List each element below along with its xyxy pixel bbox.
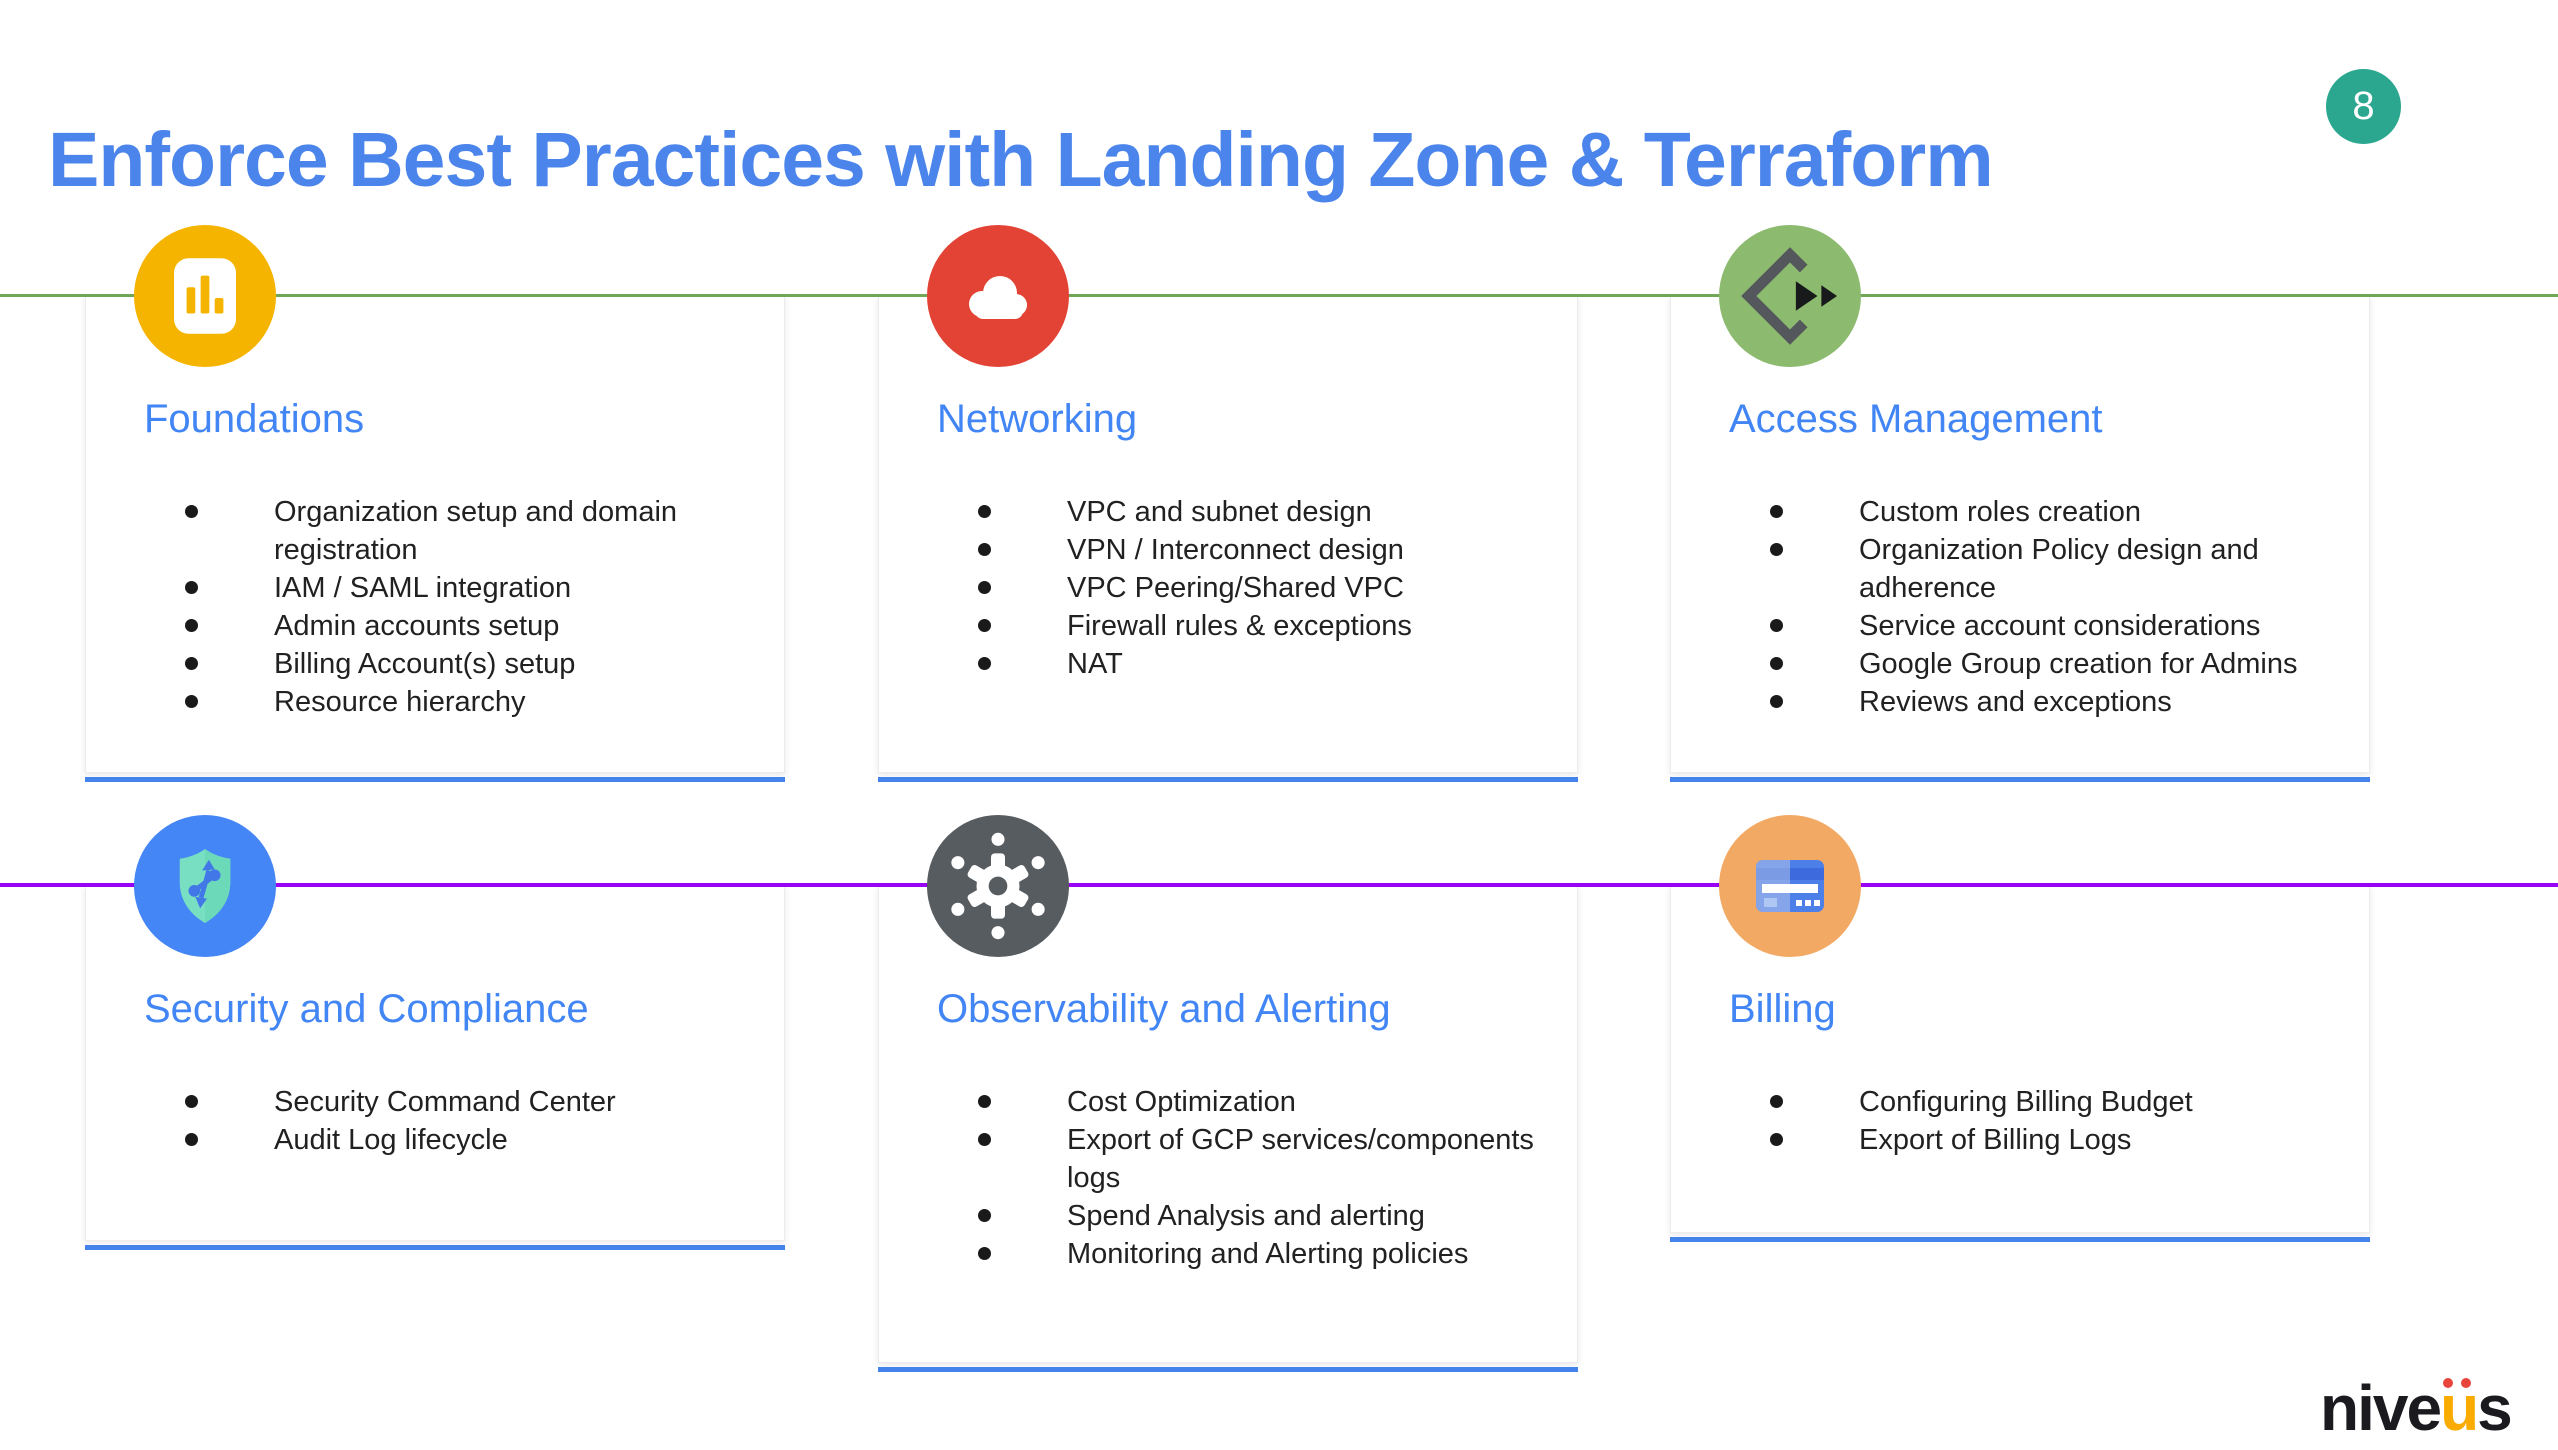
bullet-item: Organization Policy design and adherence <box>1671 531 2327 607</box>
foundations-icon-circle <box>134 225 276 367</box>
bullet-item: Custom roles creation <box>1671 493 2327 531</box>
bullet-item: Google Group creation for Admins <box>1671 645 2327 683</box>
bullet-item: Cost Optimization <box>879 1083 1535 1121</box>
bullet-item: IAM / SAML integration <box>86 569 742 607</box>
page-number-badge: 8 <box>2326 69 2401 144</box>
card-accent-line <box>878 777 1578 782</box>
logo-letter-u: u <box>2440 1372 2479 1444</box>
card-security-compliance: Security and Compliance Security Command… <box>85 886 785 1241</box>
card-title: Billing <box>1729 987 1836 1031</box>
bullet-item: Export of Billing Logs <box>1671 1121 2327 1159</box>
card-accent-line <box>1670 777 2370 782</box>
bullet-item: Export of GCP services/components logs <box>879 1121 1535 1197</box>
card-accent-line <box>1670 1237 2370 1242</box>
bullet-item: Resource hierarchy <box>86 683 742 721</box>
credit-card-icon <box>1756 860 1824 912</box>
bar-chart-icon <box>174 258 236 334</box>
shield-network-icon <box>179 849 231 923</box>
card-foundations: Foundations Organization setup and domai… <box>85 296 785 773</box>
code-diamond-icon <box>1741 247 1838 345</box>
bullet-item: Firewall rules & exceptions <box>879 607 1535 645</box>
card-title: Foundations <box>144 397 365 441</box>
card-title: Networking <box>937 397 1138 441</box>
card-title: Observability and Alerting <box>937 987 1391 1031</box>
bullet-item: VPN / Interconnect design <box>879 531 1535 569</box>
bullet-item: Security Command Center <box>86 1083 742 1121</box>
bullet-item: Reviews and exceptions <box>1671 683 2327 721</box>
bullet-item: Admin accounts setup <box>86 607 742 645</box>
bullet-item: Audit Log lifecycle <box>86 1121 742 1159</box>
green-divider-line <box>0 294 2558 297</box>
cloud-icon <box>969 276 1027 319</box>
logo-red-dot <box>2443 1378 2454 1388</box>
bullet-item: Spend Analysis and alerting <box>879 1197 1535 1235</box>
card-accent-line <box>85 777 785 782</box>
bullet-item: Organization setup and domain registrati… <box>86 493 742 569</box>
bullet-item: Billing Account(s) setup <box>86 645 742 683</box>
card-observability-alerting: Observability and Alerting Cost Optimiza… <box>878 886 1578 1363</box>
bullet-item: Service account considerations <box>1671 607 2327 645</box>
logo-text-prefix: nive <box>2320 1372 2442 1444</box>
logo-text-suffix: s <box>2477 1372 2513 1444</box>
slide-title: Enforce Best Practices with Landing Zone… <box>48 117 1994 203</box>
card-accent-line <box>85 1245 785 1250</box>
purple-divider-line <box>0 883 2558 887</box>
card-title: Security and Compliance <box>144 987 589 1031</box>
services-gear-icon <box>951 832 1045 940</box>
bullet-item: VPC Peering/Shared VPC <box>879 569 1535 607</box>
bullet-item: NAT <box>879 645 1535 683</box>
logo-red-dot <box>2461 1378 2472 1388</box>
card-bullet-list: Organization setup and domain registrati… <box>86 493 742 721</box>
bullet-item: Monitoring and Alerting policies <box>879 1235 1535 1273</box>
bullet-item: VPC and subnet design <box>879 493 1535 531</box>
card-accent-line <box>878 1367 1578 1372</box>
security-icon-circle <box>134 815 276 957</box>
card-title: Access Management <box>1729 397 2103 441</box>
networking-icon-circle <box>927 225 1069 367</box>
bullet-item: Configuring Billing Budget <box>1671 1083 2327 1121</box>
billing-icon-circle <box>1719 815 1861 957</box>
access-management-icon-circle <box>1719 225 1861 367</box>
observability-icon-circle <box>927 815 1069 957</box>
